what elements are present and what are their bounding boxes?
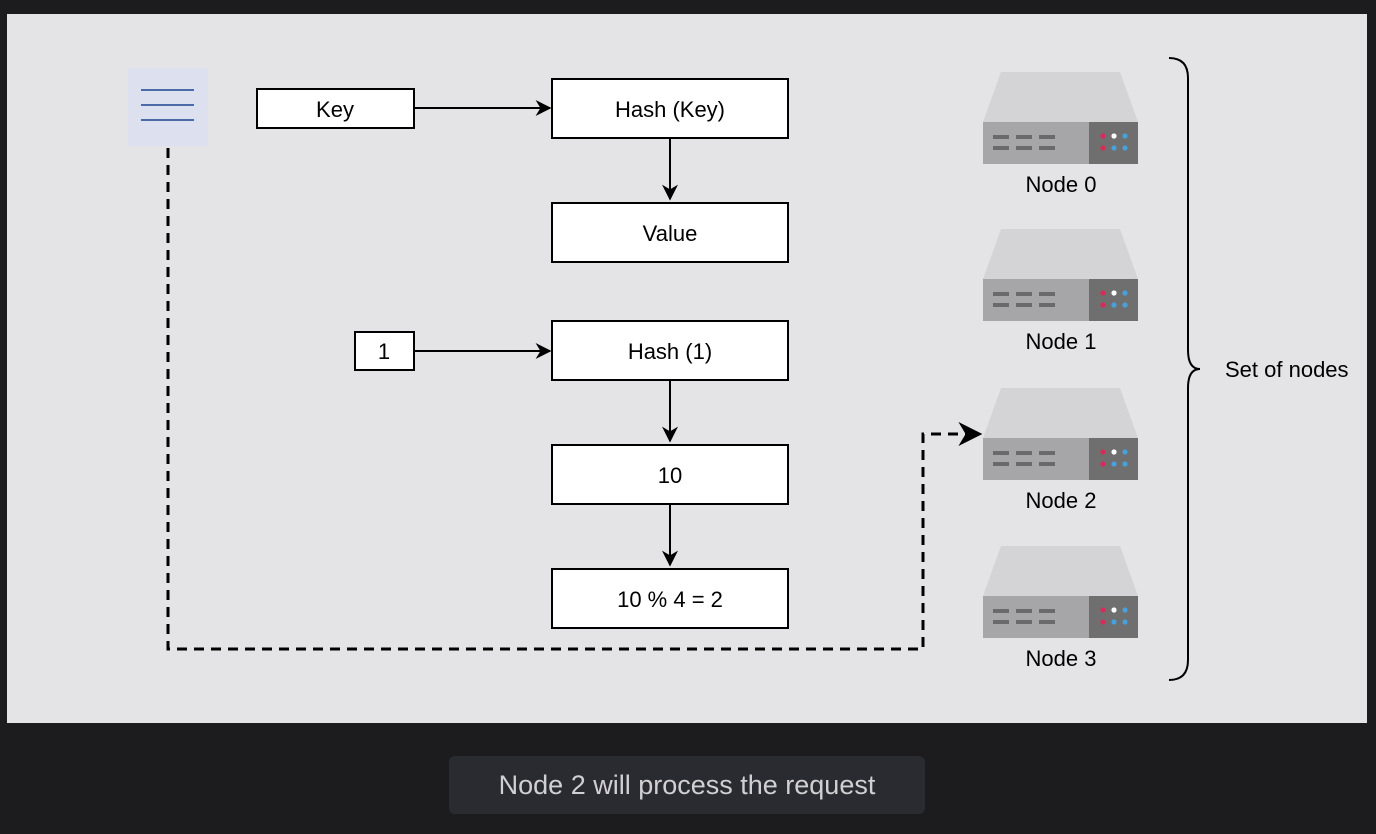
modulo-label: 10 % 4 = 2 bbox=[617, 587, 723, 612]
server-icon bbox=[983, 72, 1138, 164]
server-node-1: Node 1 bbox=[983, 229, 1138, 354]
caption: Node 2 will process the request bbox=[449, 756, 925, 814]
modulo-box: 10 % 4 = 2 bbox=[551, 568, 789, 629]
hash-key-label: Hash (Key) bbox=[615, 97, 725, 122]
hash-input-box: Hash (1) bbox=[551, 320, 789, 381]
key-label: Key bbox=[316, 97, 354, 122]
input-label: 1 bbox=[378, 339, 390, 364]
value-box: Value bbox=[551, 202, 789, 263]
request-icon bbox=[128, 68, 208, 146]
server-node-3: Node 3 bbox=[983, 546, 1138, 671]
node-label: Node 3 bbox=[1026, 646, 1097, 671]
hash-input-label: Hash (1) bbox=[628, 339, 712, 364]
node-label: Node 2 bbox=[1026, 488, 1097, 513]
key-box: Key bbox=[256, 88, 415, 129]
server-icon bbox=[983, 229, 1138, 321]
hash-result-box: 10 bbox=[551, 444, 789, 505]
node-label: Node 0 bbox=[1026, 172, 1097, 197]
hash-key-box: Hash (Key) bbox=[551, 78, 789, 139]
server-node-0: Node 0 bbox=[983, 72, 1138, 197]
value-label: Value bbox=[643, 221, 698, 246]
server-icon bbox=[983, 546, 1138, 638]
node-group-label: Set of nodes bbox=[1225, 357, 1349, 382]
server-node-2: Node 2 bbox=[983, 388, 1138, 513]
node-group-brace bbox=[1168, 57, 1201, 681]
server-icon bbox=[983, 388, 1138, 480]
input-box: 1 bbox=[354, 331, 415, 371]
hash-result-label: 10 bbox=[658, 463, 682, 488]
node-label: Node 1 bbox=[1026, 329, 1097, 354]
